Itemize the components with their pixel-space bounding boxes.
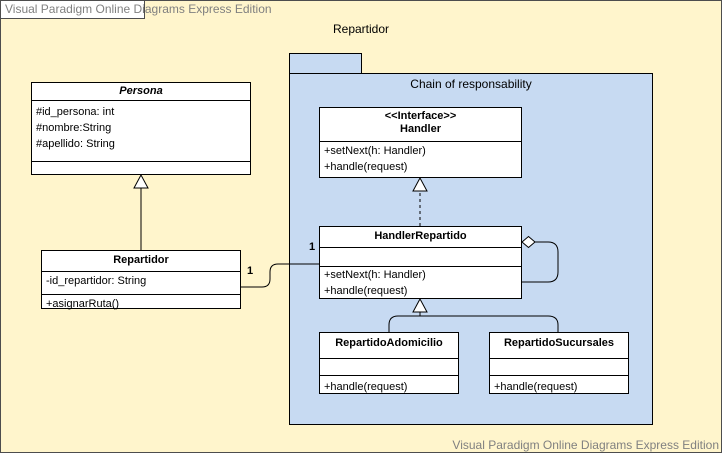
attribute: #id_persona: int [36,106,115,118]
frame-tab-label: Visual Paradigm Online Diagrams Express … [0,0,272,19]
operations-section: +handle(request) [320,375,458,405]
class-handler-repartido[interactable]: HandlerRepartido +setNext(h: Handler) +h… [319,226,522,299]
class-persona[interactable]: Persona #id_persona: int #nombre:String … [31,82,251,175]
attributes-section [320,247,521,266]
package-title: Chain of responsability [410,77,532,91]
class-name: RepartidoAdomicilio [335,337,443,349]
class-handler-interface[interactable]: <<Interface>> Handler +setNext(h: Handle… [319,107,522,178]
class-name: Persona [119,85,163,97]
attributes-section [320,358,458,375]
attributes-section: -id_repartidor: String [42,271,240,294]
operations-section [32,161,250,190]
attribute: -id_repartidor: String [46,275,147,287]
frame-title: Repartidor [332,22,390,36]
class-name: Handler [400,123,441,135]
operations-section: +setNext(h: Handler) +handle(request) [320,141,521,183]
class-name: HandlerRepartido [374,230,467,242]
multiplicity-repartidor-end: 1 [247,265,254,277]
operations-section: +handle(request) [490,375,628,405]
watermark: Visual Paradigm Online Diagrams Express … [452,438,719,452]
class-repartidor[interactable]: Repartidor -id_repartidor: String +asign… [41,250,241,310]
multiplicity-handler-end: 1 [309,241,316,253]
operation: +handle(request) [324,285,408,297]
attribute: #apellido: String [36,138,115,150]
operation: +handle(request) [494,381,578,393]
operations-section: +asignarRuta() [42,294,240,317]
class-repartido-sucursales[interactable]: RepartidoSucursales +handle(request) [489,332,629,394]
attributes-section: #id_persona: int #nombre:String #apellid… [32,100,250,161]
operation: +handle(request) [324,381,408,393]
attribute: #nombre:String [36,122,112,134]
attributes-section [490,358,628,375]
operation: +asignarRuta() [46,298,120,310]
stereotype: <<Interface>> [384,110,457,122]
class-name: Repartidor [113,254,169,266]
operation: +handle(request) [324,161,408,173]
class-name: RepartidoSucursales [503,337,615,349]
operations-section: +setNext(h: Handler) +handle(request) [320,266,521,306]
class-repartido-adomicilio[interactable]: RepartidoAdomicilio +handle(request) [319,332,459,394]
package-tab[interactable] [289,53,362,74]
operation: +setNext(h: Handler) [324,269,426,281]
operation: +setNext(h: Handler) [324,145,426,157]
